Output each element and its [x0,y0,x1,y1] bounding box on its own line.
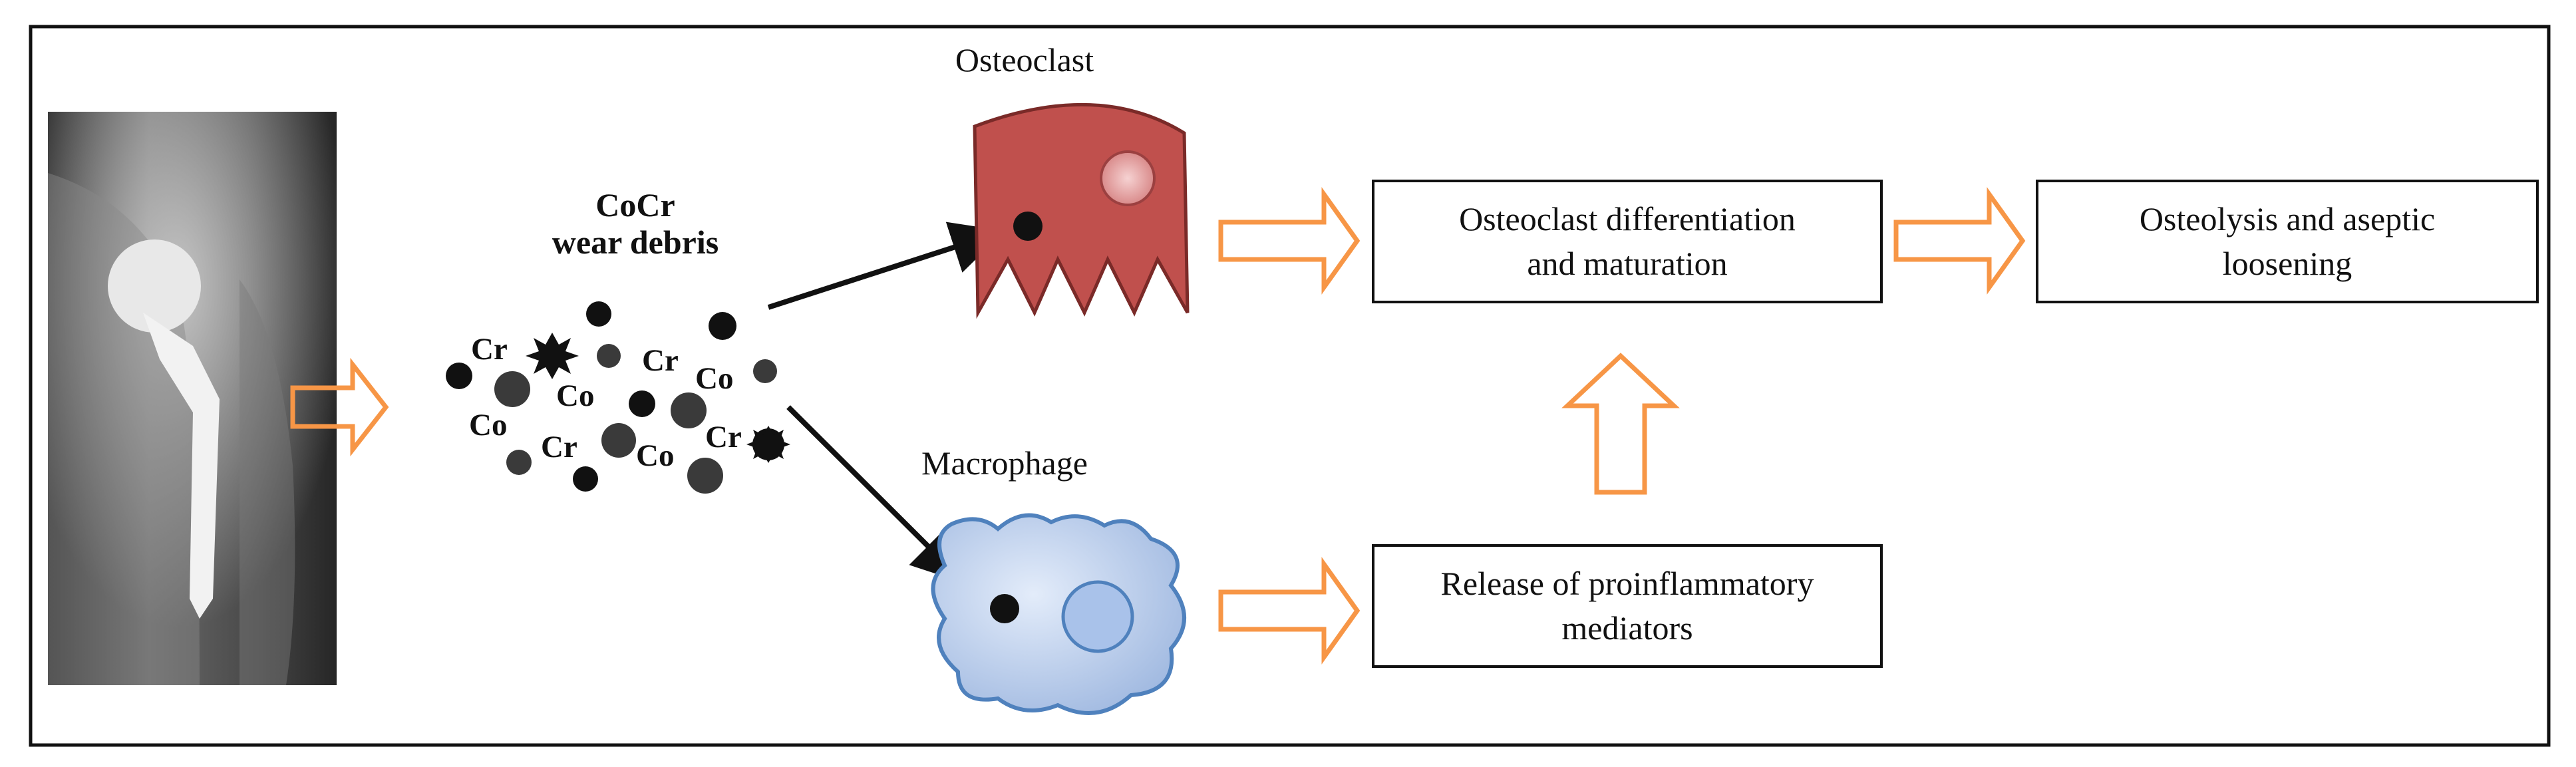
debris-title-line1: CoCr [595,186,675,224]
arrow-differentiation-to-osteolysis [1893,187,2026,295]
box-osteolysis: Osteolysis and aseptic loosening [2036,180,2539,303]
debris-particle-spiky [526,333,579,379]
debris-title-line2: wear debris [552,224,719,261]
arrow-debris-to-macrophage [786,405,966,584]
arrow-xray-to-debris [290,357,389,457]
arrow-osteoclast-to-differentiation [1218,187,1361,295]
ion-label: Cr [705,420,742,454]
debris-particle-dot [601,423,636,458]
debris-particle-dot [446,363,472,389]
box-text-line: Release of proinflammatory [1440,564,1814,602]
ion-label: Co [469,408,508,442]
ion-label: Co [636,438,675,473]
arrow-debris-to-osteoclast [767,222,1005,310]
box-text-line: Osteoclast differentiation [1459,200,1796,237]
macrophage-cell [931,513,1186,715]
ion-label: Co [695,361,734,396]
debris-particle-dot [671,392,707,428]
debris-particle-dot [709,312,736,340]
debris-particle-dot [586,301,611,327]
frame-border [29,25,2551,747]
box-release-mediators: Release of proinflammatory mediators [1372,544,1883,668]
arrow-macrophage-to-release [1218,557,1361,665]
debris-particle-dot [506,450,532,475]
debris-particle-dot [753,359,777,383]
debris-title: CoCr wear debris [539,186,732,261]
process-arrows [290,187,2026,665]
box-text-line: Osteolysis and aseptic [2139,200,2436,237]
ion-label: Cr [541,430,577,464]
debris-particle-spiky [746,426,790,463]
box-text-line: mediators [1561,609,1693,647]
ion-label: Cr [471,332,508,367]
debris-particle-dot [573,466,598,492]
box-text-line: and maturation [1527,245,1728,282]
box-osteoclast-differentiation: Osteoclast differentiation and maturatio… [1372,180,1883,303]
debris-particles [446,301,790,494]
debris-particle-dot [687,458,723,494]
xray-image [48,112,337,685]
ion-label: Cr [642,343,679,378]
debris-particle-dot [597,344,621,368]
osteoclast-cell [973,102,1190,319]
box-text-line: loosening [2222,245,2352,282]
debris-particle-dot [629,390,655,417]
debris-particle-dot [494,371,530,407]
arrow-release-to-differentiation [1561,353,1680,495]
ion-label: Co [556,379,595,413]
macrophage-label: Macrophage [921,444,1088,482]
osteoclast-label: Osteoclast [955,41,1094,78]
